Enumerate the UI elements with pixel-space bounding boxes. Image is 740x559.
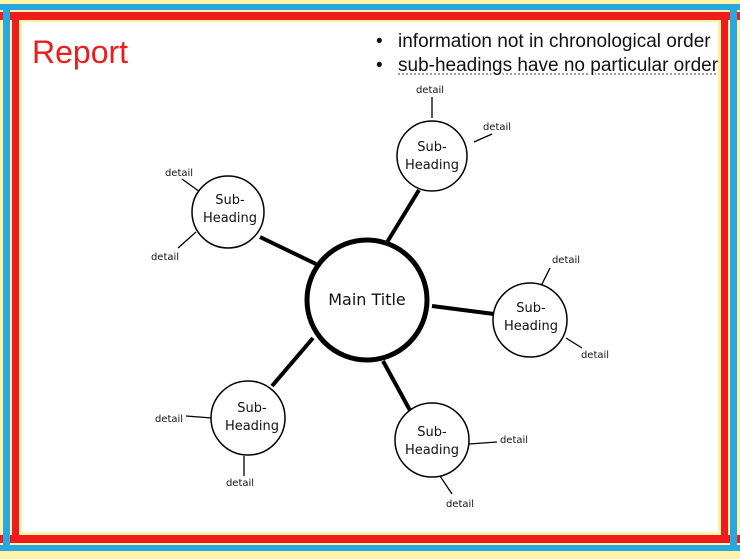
bullet-text: information not in chronological order [398, 31, 711, 52]
detail-label: detail [151, 252, 179, 263]
detail-label: detail [165, 168, 193, 179]
spoke-line [270, 336, 315, 388]
subheading-node: Sub- Heading [191, 175, 265, 249]
subheading-label: Sub- [215, 193, 245, 208]
detail-label: detail [155, 414, 183, 425]
subheading-label: Heading [504, 319, 558, 334]
detail-label: detail [581, 350, 609, 361]
bullet-item: • information not in chronological order [372, 30, 718, 54]
subheading-label: Heading [405, 443, 459, 458]
subheading-label: Heading [203, 211, 257, 226]
bullet-dot-icon: • [376, 55, 383, 76]
spokes [259, 188, 495, 415]
main-title-node: Main Title [304, 237, 430, 363]
main-title-label: Main Title [328, 290, 406, 309]
detail-label: detail [483, 122, 511, 133]
bullet-list: • information not in chronological order… [372, 30, 718, 78]
spoke-line [381, 360, 414, 415]
spoke-line [384, 188, 421, 246]
bullet-item: • sub-headings have no particular order [372, 54, 718, 78]
detail-line [185, 415, 213, 419]
detail-line [181, 178, 201, 193]
subheading-node: Sub- Heading [492, 282, 568, 358]
detail-label: detail [416, 85, 444, 96]
subheading-label: Heading [405, 158, 459, 173]
subheading-label: Heading [225, 419, 279, 434]
subheading-node: Sub- Heading [210, 380, 286, 456]
spoke-line [259, 235, 317, 266]
detail-line [473, 133, 493, 143]
spoke-line [431, 304, 495, 316]
subheading-node: Sub- Heading [396, 120, 468, 192]
subheading-label: Sub- [417, 425, 447, 440]
detail-label: detail [446, 499, 474, 510]
detail-line [177, 231, 197, 249]
detail-line [439, 475, 453, 495]
subheading-node: Sub- Heading [394, 402, 470, 478]
detail-label: detail [226, 478, 254, 489]
detail-line [468, 441, 498, 445]
bullet-text: sub-headings have no particular order [398, 55, 719, 76]
detail-label: detail [500, 435, 528, 446]
detail-labels: detail detail detail detail detail detai… [151, 85, 609, 510]
detail-line [565, 337, 583, 349]
subheading-label: Sub- [417, 140, 447, 155]
bullet-dot-icon: • [376, 31, 383, 52]
subheading-label: Sub- [237, 401, 267, 416]
subheading-label: Sub- [516, 301, 546, 316]
detail-label: detail [552, 255, 580, 266]
detail-lines [177, 97, 583, 495]
slide-title: Report [32, 34, 129, 70]
